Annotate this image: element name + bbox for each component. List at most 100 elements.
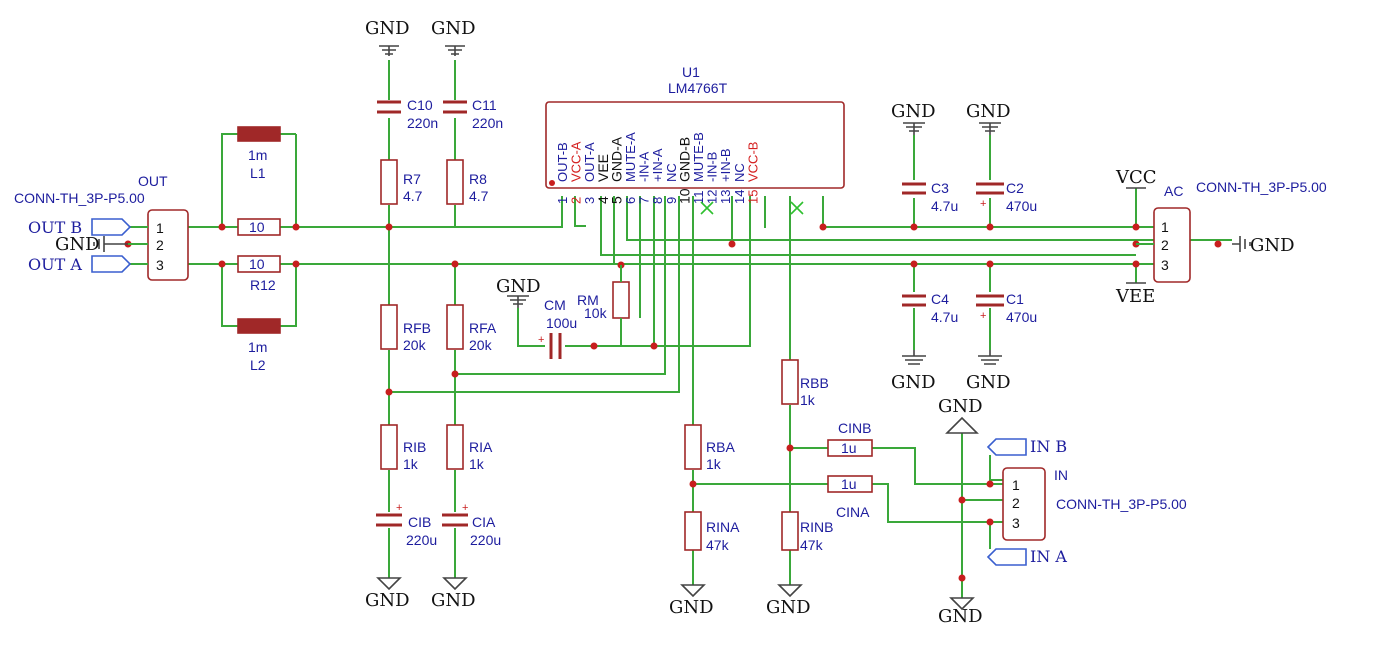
resistor-r7[interactable]: R7 4.7 [380,159,423,205]
gnd-c11: GND [431,18,476,56]
resistor-r12[interactable]: 10 R12 [237,255,281,293]
rba-value: 1k [706,456,722,472]
gnd-cib: GND [365,577,410,611]
l2-ref: L2 [250,357,266,373]
u1-pin-name: VCC-A [569,141,584,182]
cib-value: 220u [406,532,437,548]
capacitor-c1[interactable]: + C1 470u [976,291,1037,325]
capacitor-c11[interactable]: C11 220n [443,97,503,131]
u1-pin-name: -IN-A [637,151,652,182]
port-out-a-label: OUT A [28,255,82,274]
u1-pin-number: 5 [608,196,624,204]
l2-value: 1m [248,339,267,355]
capacitor-cina[interactable]: 1u CINA [827,475,873,520]
ic-u1[interactable]: U1 LM4766T OUT-B1VCC-A2OUT-A3VEE4GND-A5M… [545,64,845,204]
rm-value: 10k [584,305,608,321]
in-conn-ref: IN [1054,467,1068,483]
c4-value: 4.7u [931,309,958,325]
resistor-rfb[interactable]: RFB 20k [380,304,431,353]
connector-ac[interactable]: 1 2 3 AC CONN-TH_3P-P5.00 [1153,179,1327,283]
gnd-label: GND [966,372,1011,393]
vee-symbol: VEE [1115,282,1155,307]
connector-in[interactable]: 1 2 3 IN CONN-TH_3P-P5.00 [1002,467,1187,541]
u1-pin-name: NC [664,163,679,182]
resistor-rbb[interactable]: RBB 1k [781,359,829,408]
resistor-rfa[interactable]: RFA 20k [446,304,497,353]
resistor-rina[interactable]: RINA 47k [684,511,740,553]
resistor-r11[interactable]: 10 [237,218,281,236]
u1-pin-name: MUTE-B [691,132,706,182]
gnd-ac-right: GND [1232,235,1295,256]
in-pin-3: 3 [1012,515,1020,531]
resistor-r8[interactable]: R8 4.7 [446,159,489,205]
wires [188,60,1232,598]
capacitor-cia[interactable]: + CIA 220u [442,502,501,548]
u1-pin-name: MUTE-A [623,132,638,182]
ria-value: 1k [469,456,485,472]
u1-pin-number: 1 [555,197,570,204]
port-in-b[interactable]: IN B [986,437,1067,456]
capacitor-cinb[interactable]: 1u CINB [827,420,873,457]
cm-ref: CM [544,297,566,313]
ac-conn-value: CONN-TH_3P-P5.00 [1196,179,1327,195]
ac-pin-2: 2 [1161,237,1169,253]
u1-pin-name: GND-B [676,137,692,182]
cina-ref: CINA [836,504,870,520]
rm-ref: RM [577,292,599,308]
resistor-rinb[interactable]: RINB 47k [781,511,833,553]
out-conn-ref: OUT [138,173,168,189]
rbb-value: 1k [800,392,816,408]
c11-ref: C11 [472,97,497,113]
u1-pin-name: OUT-A [582,142,597,182]
u1-pin-number: 10 [676,188,692,204]
u1-pin-number: 6 [623,197,638,204]
port-out-a[interactable]: OUT A [28,255,132,274]
gnd-cm: GND [496,276,541,308]
inductor-l1[interactable]: 1m L1 [237,126,281,181]
c4-ref: C4 [931,291,949,307]
gnd-c2: GND [966,101,1011,135]
capacitor-c3[interactable]: C3 4.7u [902,180,958,214]
svg-text:+: + [980,310,986,322]
ria-ref: RIA [469,439,493,455]
out-pin-2: 2 [156,237,164,253]
gnd-c1: GND [966,350,1011,393]
svg-text:+: + [538,334,544,346]
resistor-ria[interactable]: RIA 1k [446,424,493,472]
u1-pin-number: 15 [745,190,760,204]
gnd-label: GND [891,101,936,122]
resistor-rib[interactable]: RIB 1k [380,424,426,472]
gnd-label: GND [966,101,1011,122]
u1-pin-number: 4 [595,196,611,204]
gnd-c3: GND [891,101,936,135]
out-pin-3: 3 [156,257,164,273]
port-out-b[interactable]: OUT B [28,218,132,237]
port-in-a[interactable]: IN A [986,547,1067,566]
resistor-rba[interactable]: RBA 1k [684,424,735,472]
l1-value: 1m [248,147,267,163]
capacitor-cm[interactable]: + CM 100u [538,297,577,359]
gnd-label: GND [431,18,476,39]
rbb-ref: RBB [800,375,829,391]
inductor-l2[interactable]: 1m L2 [237,318,281,373]
connector-out[interactable]: 1 2 3 OUT CONN-TH_3P-P5.00 [14,173,189,281]
resistor-rm[interactable]: RM 10k [577,281,630,321]
capacitor-c10[interactable]: C10 220n [377,97,438,131]
rfa-ref: RFA [469,320,497,336]
c3-value: 4.7u [931,198,958,214]
u1-pin-number: 8 [650,197,665,204]
gnd-out-left: GND [55,234,128,255]
capacitor-c2[interactable]: + C2 470u [976,180,1037,214]
c2-ref: C2 [1006,180,1024,196]
c11-value: 220n [472,115,503,131]
rba-ref: RBA [706,439,735,455]
rinb-ref: RINB [800,519,833,535]
capacitor-cib[interactable]: + CIB 220u [376,502,437,548]
u1-value: LM4766T [668,80,728,96]
ac-pin-1: 1 [1161,219,1169,235]
u1-ref: U1 [682,64,700,80]
gnd-label: GND [766,597,811,618]
capacitor-c4[interactable]: C4 4.7u [902,291,958,325]
gnd-in-bottom: GND [938,597,983,627]
